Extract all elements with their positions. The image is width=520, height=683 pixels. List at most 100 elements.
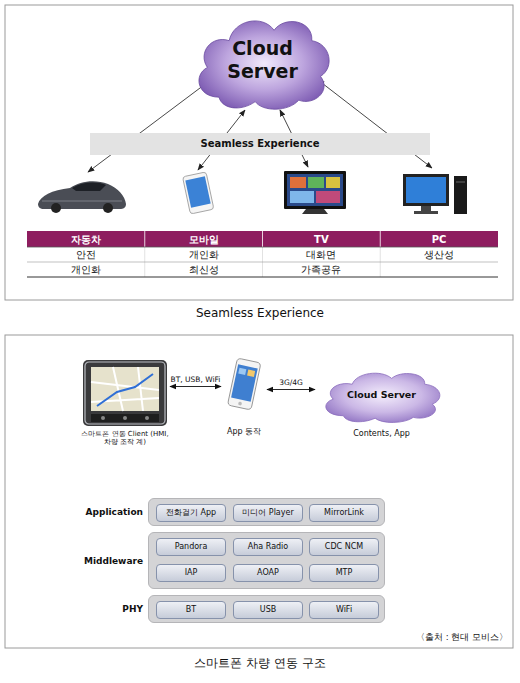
node-label: AOAP — [257, 568, 279, 578]
table-rule — [27, 262, 498, 263]
protocol-box: CDC NCM — [309, 538, 379, 556]
protocol-box: Aha Radio — [233, 538, 303, 556]
node-label: MTP — [336, 568, 353, 578]
protocol-box: WiFi — [309, 601, 379, 619]
panel-frame — [5, 335, 513, 648]
smartphone: App 동작 — [224, 357, 264, 413]
display-map — [91, 367, 159, 411]
pc-slot — [456, 182, 465, 183]
table-grid — [27, 231, 498, 277]
monitor-screen — [406, 177, 446, 203]
protocol-box: USB — [233, 601, 303, 619]
phone-icon — [238, 368, 246, 375]
node-label: IAP — [185, 568, 198, 578]
tv-illustration — [284, 171, 346, 214]
button-strip — [91, 414, 159, 422]
table-rule — [27, 277, 498, 278]
table-cell: 가족공유 — [263, 262, 381, 277]
tv-tile — [290, 191, 314, 203]
phone-outline — [224, 357, 264, 413]
node-label: WiFi — [336, 605, 352, 615]
tv-screen — [287, 174, 343, 206]
table-divider — [262, 231, 263, 247]
node-label: USB — [260, 605, 276, 615]
pc-tower — [454, 176, 467, 214]
node-label: MirrorLink — [324, 508, 364, 518]
table-cell: 개인화 — [145, 247, 263, 262]
phone-screen — [231, 364, 258, 401]
link-label: 3G/4G — [279, 378, 303, 387]
display-bezel — [83, 360, 167, 426]
monitor-frame — [403, 174, 449, 206]
table-header-cell: PC — [380, 231, 498, 247]
car-wheel — [51, 203, 61, 213]
protocol-box: IAP — [156, 564, 226, 582]
figure-caption: 스마트폰 차량 연동 구조 — [0, 655, 520, 673]
node-label: 전화걸기 App — [166, 508, 216, 518]
car-window — [72, 183, 106, 191]
figure-caption: Seamless Experience — [0, 305, 520, 323]
tv-stand — [302, 209, 328, 214]
node-label: Application — [86, 507, 143, 518]
node-label: CDC NCM — [325, 542, 363, 552]
phone-group — [227, 358, 260, 410]
phone-button — [238, 401, 242, 405]
screen-outline — [83, 360, 167, 426]
phone-illustration — [183, 172, 214, 214]
node-label: Aha Radio — [248, 542, 288, 552]
phone-body — [183, 172, 214, 214]
map-road — [91, 367, 159, 411]
node-label: Middleware — [84, 555, 143, 566]
link-label: BT, USB, WiFi — [171, 375, 221, 384]
cloud-server: Cloud Server — [190, 8, 335, 112]
protocol-box: 전화걸기 App — [156, 504, 226, 522]
display-button — [145, 416, 149, 420]
table-cell: 대화면 — [263, 247, 381, 262]
phone-body — [227, 358, 260, 410]
tv-frame — [284, 171, 346, 209]
car-display-client: 스마트폰 연동 Client (HMI, 차량 조작 계) — [83, 360, 167, 426]
source-note: 〈출처 : 현대 모비스〉 — [360, 631, 508, 644]
table-cell: 생산성 — [380, 247, 498, 262]
car-wheel — [103, 203, 113, 213]
car-trim — [42, 201, 122, 202]
node-label: Pandora — [175, 542, 208, 552]
monitor-stand — [421, 206, 431, 211]
link-arrow — [267, 389, 315, 390]
protocol-box: 미디어 Player — [233, 504, 303, 522]
node-label: 미디어 Player — [242, 508, 293, 518]
node-label: 스마트폰 연동 Client (HMI, 차량 조작 계) — [79, 430, 171, 447]
node-label: Cloud Server — [225, 37, 301, 83]
monitor-base — [414, 211, 438, 214]
node-sublabel: Contents, App — [353, 429, 410, 439]
map-route — [97, 374, 153, 406]
layer-band: Application전화걸기 App미디어 PlayerMirrorLink — [148, 498, 385, 526]
table-header-cell: 모바일 — [145, 231, 263, 247]
pc-illustration — [403, 174, 467, 214]
protocol-box: Pandora — [156, 538, 226, 556]
layer-band: MiddlewarePandoraAha RadioCDC NCMIAPAOAP… — [148, 532, 385, 589]
table-cell: 개인화 — [27, 262, 145, 277]
layer-band: PHYBTUSBWiFi — [148, 595, 385, 623]
link-arrow — [170, 386, 221, 387]
table-divider — [144, 231, 145, 247]
cloud-shape — [199, 21, 329, 109]
table-cell: 안전 — [27, 247, 145, 262]
table-divider — [380, 231, 381, 247]
protocol-box: MirrorLink — [309, 504, 379, 522]
table-header-fill — [27, 231, 498, 247]
display-button — [123, 416, 127, 420]
node-label: BT — [186, 605, 196, 615]
table-header-cell: TV — [263, 231, 381, 247]
table-header-cell: 자동차 — [27, 231, 145, 247]
tv-tile — [316, 191, 340, 203]
car-body — [38, 181, 126, 209]
seamless-band: Seamless Experience — [90, 133, 430, 155]
tv-tile — [290, 177, 306, 188]
node-label: Seamless Experience — [201, 138, 320, 150]
display-button — [101, 416, 105, 420]
